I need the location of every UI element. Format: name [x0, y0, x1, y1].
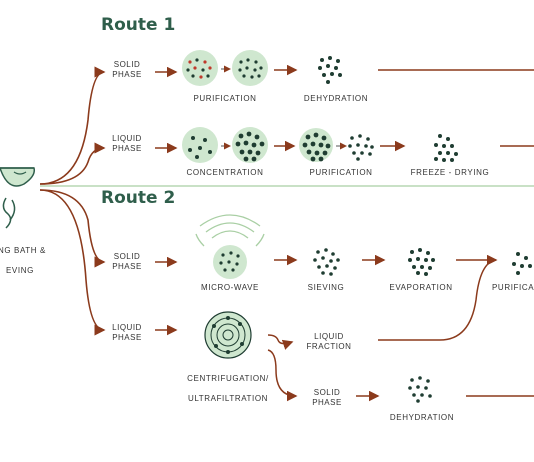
route2-dehydration-icon [408, 376, 432, 403]
route1-purification-icon [182, 50, 268, 86]
route2-solid-phase-label: SOLID PHASE [106, 252, 148, 272]
route2-purification-label: PURIFICA [492, 283, 534, 292]
source-label: NG BATH & EVING [0, 236, 46, 286]
centrifugation-label-line1: CENTRIFUGATION/ [187, 374, 269, 383]
route-2-title: Route 2 [101, 188, 176, 208]
microwave-label: MICRO-WAVE [201, 283, 259, 292]
source-label-line1: NG BATH & [0, 246, 46, 255]
source-branches [39, 66, 106, 336]
liquid-fraction-line1: LIQUID [314, 332, 344, 341]
route1-purification-label: PURIFICATION [193, 94, 257, 103]
route1-purification2-icon [299, 128, 374, 162]
route1-freeze-drying-icon [434, 134, 458, 162]
evaporation-label: EVAPORATION [389, 283, 453, 292]
route2-solid-phase2-line2: PHASE [312, 398, 342, 407]
route2-dehydration-label: DEHYDRATION [389, 413, 455, 422]
route1-concentration-icon [182, 127, 268, 163]
route2-liquid-phase-line2: PHASE [112, 333, 142, 342]
route1-liquid-arrows [155, 140, 534, 154]
extraction-bath-icon [0, 167, 36, 229]
route1-liquid-phase-line1: LIQUID [112, 134, 142, 143]
route1-solid-phase-line2: PHASE [112, 70, 142, 79]
centrifugation-label-line2: ULTRAFILTRATION [187, 394, 269, 403]
route2-solid-phase-line1: SOLID [113, 252, 141, 261]
source-label-line2: EVING [6, 266, 34, 275]
route2-liquid-phase-line1: LIQUID [112, 323, 142, 332]
route1-freeze-drying-label: FREEZE - DRYING [410, 168, 490, 177]
sieving-icon [313, 248, 340, 276]
route1-solid-phase-label: SOLID PHASE [106, 60, 148, 80]
route2-solid-phase-line2: PHASE [112, 262, 142, 271]
route2-liquid-phase-label: LIQUID PHASE [106, 323, 148, 343]
microwave-icon [195, 214, 265, 279]
liquid-fraction-label: LIQUID FRACTION [302, 332, 356, 352]
route1-solid-arrows [155, 64, 534, 78]
liquid-fraction-line2: FRACTION [306, 342, 352, 351]
route2-solid-phase2-label: SOLID PHASE [302, 388, 352, 408]
route2-purification-icon [512, 252, 532, 275]
route1-dehydration-label: DEHYDRATION [303, 94, 369, 103]
evaporation-icon [408, 248, 435, 276]
route1-purification2-label: PURIFICATION [309, 168, 373, 177]
route1-dehydration-icon [318, 56, 342, 84]
route1-liquid-phase-label: LIQUID PHASE [106, 134, 148, 154]
route2-solid-phase2-line1: SOLID [313, 388, 341, 397]
route1-concentration-label: CONCENTRATION [186, 168, 264, 177]
centrifugation-icon [204, 311, 252, 359]
sieving-label: SIEVING [307, 283, 345, 292]
route-1-title: Route 1 [101, 15, 176, 35]
route2-solid-arrows [155, 254, 498, 268]
centrifugation-label: CENTRIFUGATION/ ULTRAFILTRATION [176, 364, 280, 414]
route2-liquid-arrows [155, 259, 534, 402]
route1-liquid-phase-line2: PHASE [112, 144, 142, 153]
route1-solid-phase-line1: SOLID [113, 60, 141, 69]
